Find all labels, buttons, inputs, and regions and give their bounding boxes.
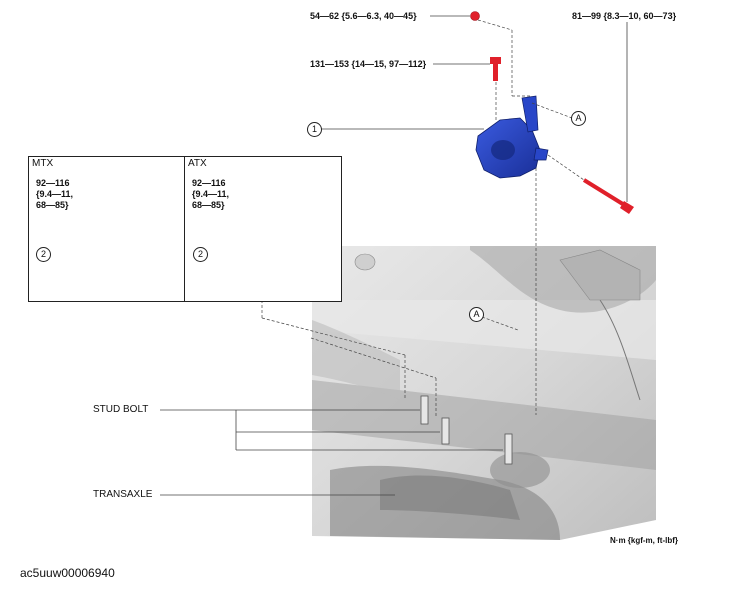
atx-torque-spec: 92—116 {9.4—11, 68—85} [192,178,229,211]
figure-id-label: ac5uuw00006940 [20,566,115,580]
transaxle-label: TRANSAXLE [93,489,153,500]
callout-part-1: 1 [307,122,322,137]
mtx-torque-line: 68—85} [36,200,69,210]
units-label: N·m {kgf-m, ft-lbf} [610,536,678,545]
atx-title: ATX [188,158,207,169]
stud-bolt-label: STUD BOLT [93,404,149,415]
mtx-torque-line: 92—116 [36,178,70,188]
atx-torque-line: {9.4—11, [192,189,230,199]
callout-ref-a-engine: A [469,307,484,322]
mtx-torque-line: {9.4—11, [36,189,74,199]
top-nut-icon [470,11,480,21]
engine-mount-bracket-part-1 [475,95,549,179]
torque-upper-bolt-label: 131—153 {14—15, 97—112} [310,59,427,69]
upper-bolt-icon [490,57,501,81]
stud-bolts [420,395,513,465]
leader-lines [50,15,628,496]
callout-part-2-atx: 2 [193,247,208,262]
mtx-torque-spec: 92—116 {9.4—11, 68—85} [36,178,73,211]
atx-torque-line: 92—116 [192,178,226,188]
atx-inset-box [184,156,342,302]
atx-torque-line: 68—85} [192,200,225,210]
transaxle-image [380,475,520,520]
torque-side-bolt-label: 81—99 {8.3—10, 60—73} [572,11,677,21]
callout-ref-a-top: A [571,111,586,126]
mtx-title: MTX [32,158,54,169]
engine-compartment-image [312,246,656,540]
callout-part-2-mtx: 2 [36,247,51,262]
torque-top-nut-label: 54—62 {5.6—6.3, 40—45} [310,11,417,21]
side-bolt-icon [582,178,634,214]
